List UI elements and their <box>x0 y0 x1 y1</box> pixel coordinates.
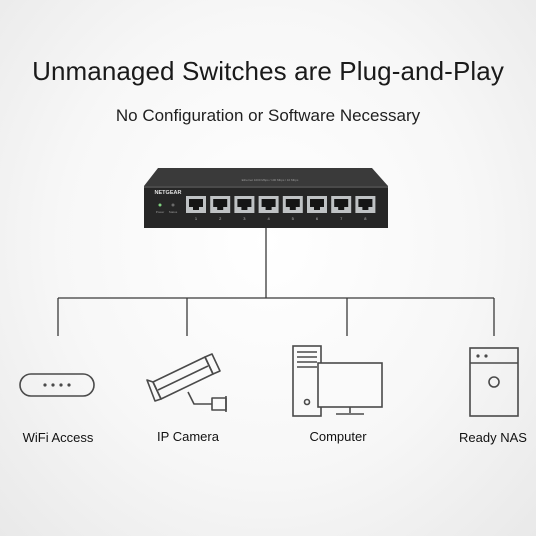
device-label-computer: Computer <box>309 429 367 444</box>
network-switch: NETGEAR Ethernet 1000 Mbps / 100 Mbps / … <box>144 168 388 228</box>
port-number-2: 2 <box>219 216 222 221</box>
port-socket-5 <box>285 199 300 210</box>
port-number-5: 5 <box>292 216 295 221</box>
port-number-3: 3 <box>243 216 246 221</box>
power-led <box>158 203 162 207</box>
port-socket-2 <box>213 199 228 210</box>
port-number-7: 7 <box>340 216 343 221</box>
port-socket-7 <box>334 199 349 210</box>
page-subtitle: No Configuration or Software Necessary <box>115 106 421 125</box>
device-label-wifi-access: WiFi Access <box>22 430 94 445</box>
port-number-8: 8 <box>364 216 367 221</box>
port-socket-8 <box>358 199 373 210</box>
switch-top-face <box>144 168 388 186</box>
computer-icon <box>292 345 383 417</box>
connector-lines <box>57 228 495 336</box>
switch-brand: NETGEAR <box>155 190 182 196</box>
port-number-1: 1 <box>195 216 198 221</box>
port-socket-3 <box>237 199 252 210</box>
port-number-6: 6 <box>316 216 319 221</box>
ip-camera-icon <box>146 353 227 412</box>
device-label-ready-nas: Ready NAS <box>459 430 527 445</box>
nas-icon <box>469 347 519 417</box>
status-led-label: Status <box>169 210 178 214</box>
switch-spec-text: Ethernet 1000 Mbps / 100 Mbps / 10 Mbps <box>242 178 299 182</box>
port-socket-4 <box>261 199 276 210</box>
device-label-ip-camera: IP Camera <box>157 429 219 444</box>
port-socket-6 <box>310 199 324 210</box>
status-led <box>171 203 175 207</box>
switch-ports: 1 2 3 4 5 6 7 8 <box>186 196 376 221</box>
power-led-label: Power <box>156 210 165 214</box>
page-title: Unmanaged Switches are Plug-and-Play <box>32 56 504 86</box>
wifi-access-point-icon <box>19 373 95 397</box>
port-number-4: 4 <box>267 216 270 221</box>
port-socket-1 <box>189 199 203 210</box>
